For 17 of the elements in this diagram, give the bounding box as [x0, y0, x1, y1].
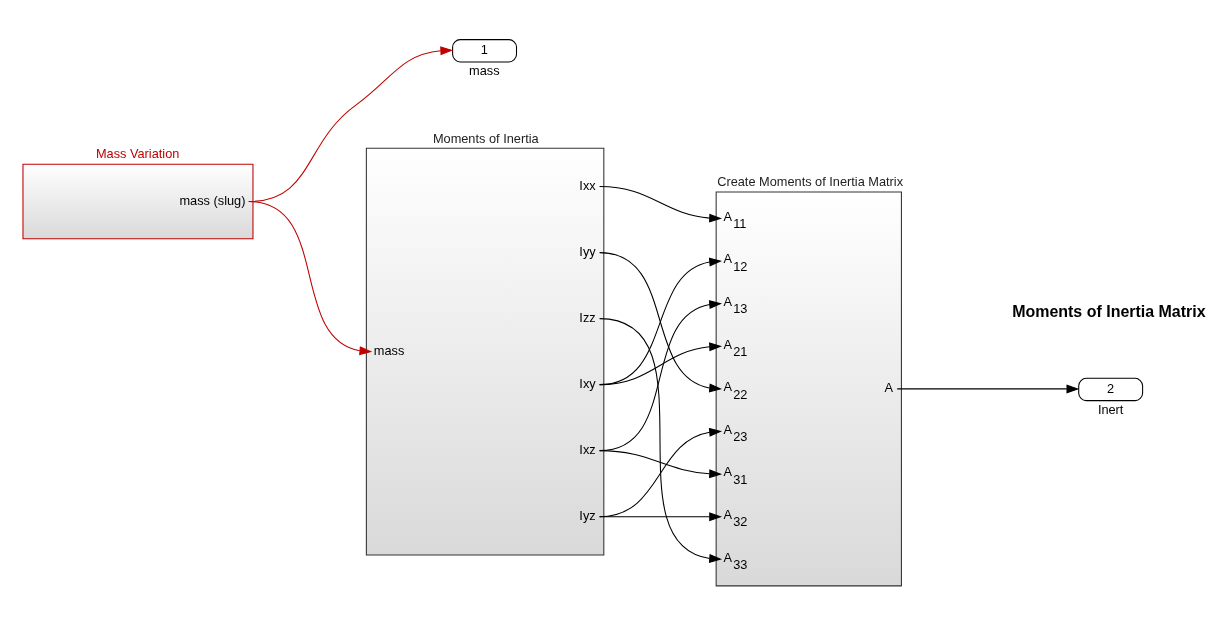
node-label: Create Moments of Inertia Matrix	[717, 173, 904, 189]
node-label: Inert	[1097, 401, 1124, 417]
node-label: Moments of Inertia	[432, 130, 539, 146]
node-box: 1	[452, 38, 518, 63]
arrow	[599, 185, 722, 223]
arrow	[599, 299, 722, 451]
arrow	[599, 317, 722, 563]
arrow	[248, 200, 373, 355]
arrow	[896, 383, 1080, 393]
arrow	[599, 449, 722, 478]
label: Moments of Inertia Matrix	[1012, 302, 1206, 320]
node-label: mass	[469, 62, 500, 78]
arrow	[599, 427, 722, 517]
node-box: 2	[1078, 377, 1144, 401]
node-label: Mass Variation	[95, 145, 180, 161]
arrow	[599, 511, 722, 521]
arrow	[599, 341, 722, 385]
